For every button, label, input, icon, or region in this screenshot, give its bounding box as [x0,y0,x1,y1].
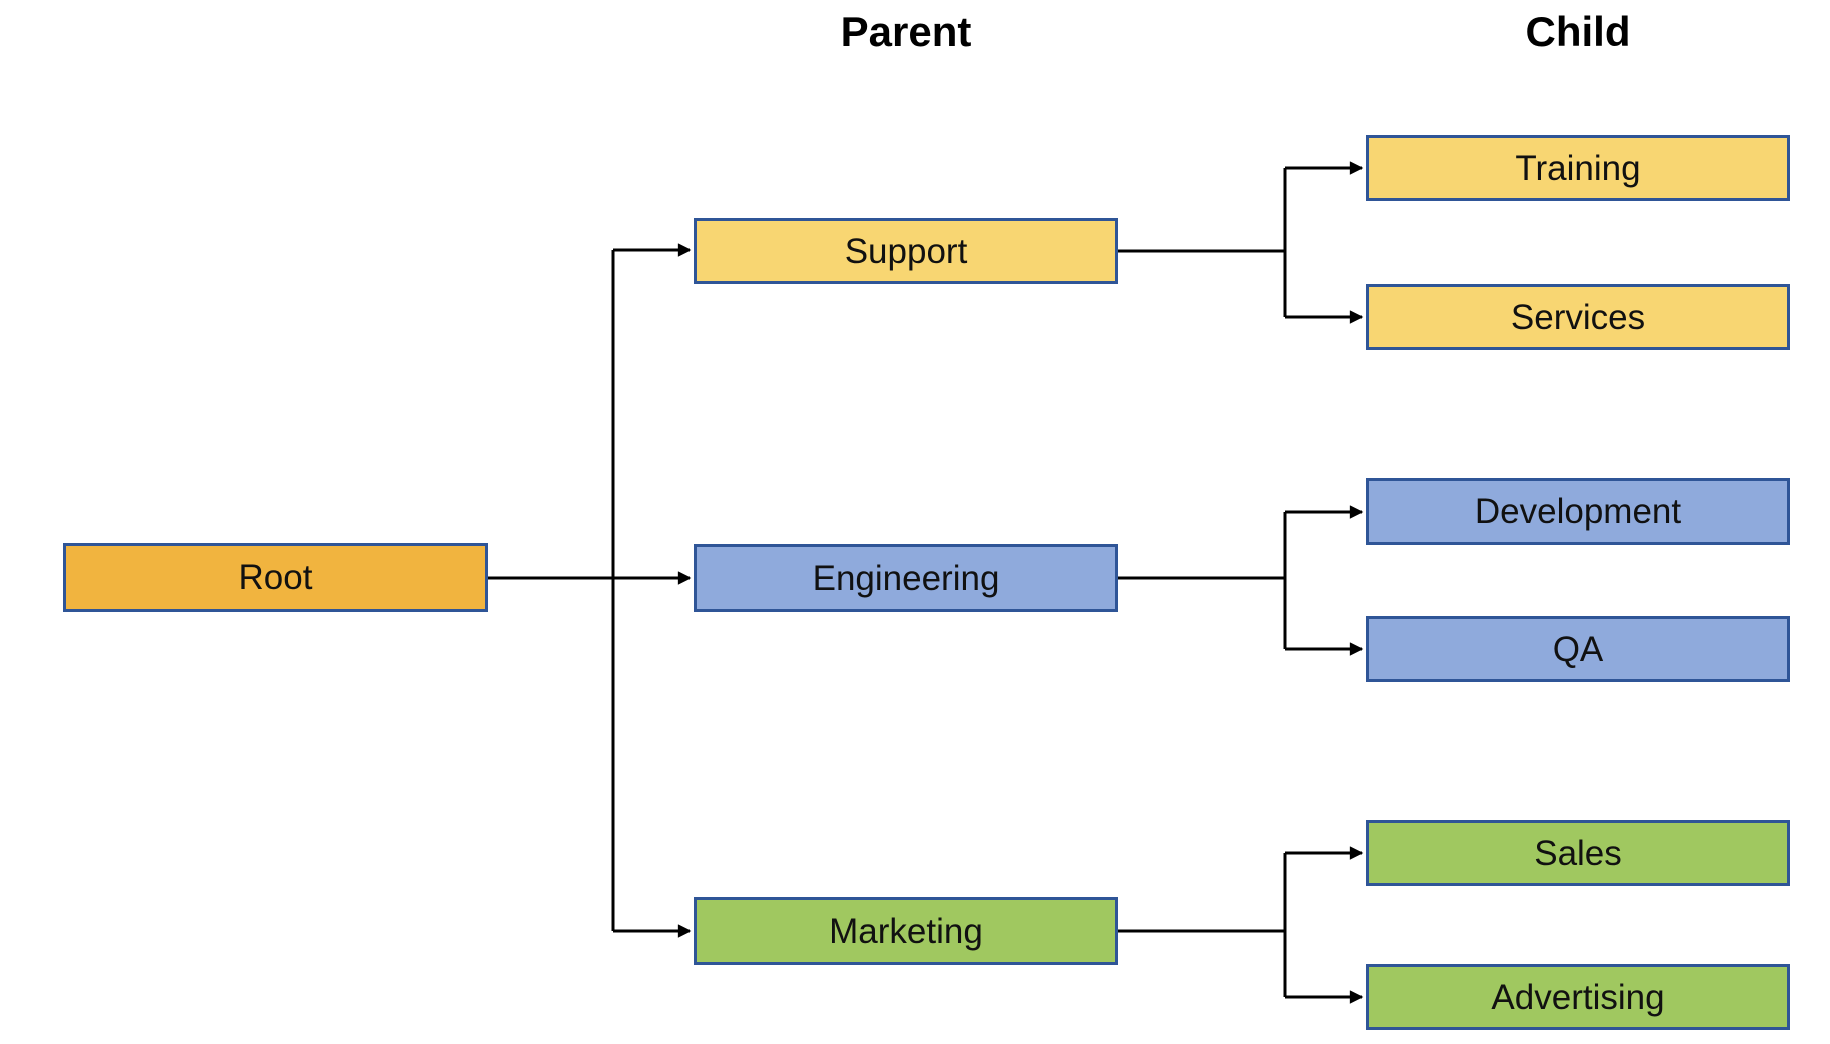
node-support-label: Support [844,231,968,271]
node-sales-label: Sales [1534,833,1622,873]
node-qa: QA [1366,616,1790,682]
node-services-label: Services [1510,297,1646,337]
edge-engineering-junction [1118,512,1287,649]
node-services: Services [1366,284,1790,350]
node-engineering-label: Engineering [812,558,1000,598]
node-root-label: Root [238,558,313,597]
node-root: Root [63,543,488,612]
column-header-parent: Parent [840,8,972,55]
node-marketing: Marketing [694,897,1118,965]
column-header-child: Child [1525,8,1631,55]
node-marketing-label: Marketing [829,911,983,951]
node-training-label: Training [1515,148,1641,188]
node-training: Training [1366,135,1790,201]
node-advertising: Advertising [1366,964,1790,1030]
edge-root-trunk [488,250,615,931]
node-development-label: Development [1474,492,1682,531]
edge-marketing-junction [1118,853,1287,997]
node-sales: Sales [1366,820,1790,886]
node-qa-label: QA [1552,629,1604,669]
node-advertising-label: Advertising [1491,977,1665,1017]
edge-support-junction [1118,168,1287,317]
node-engineering: Engineering [694,544,1118,612]
node-support: Support [694,218,1118,284]
node-development: Development [1366,478,1790,545]
